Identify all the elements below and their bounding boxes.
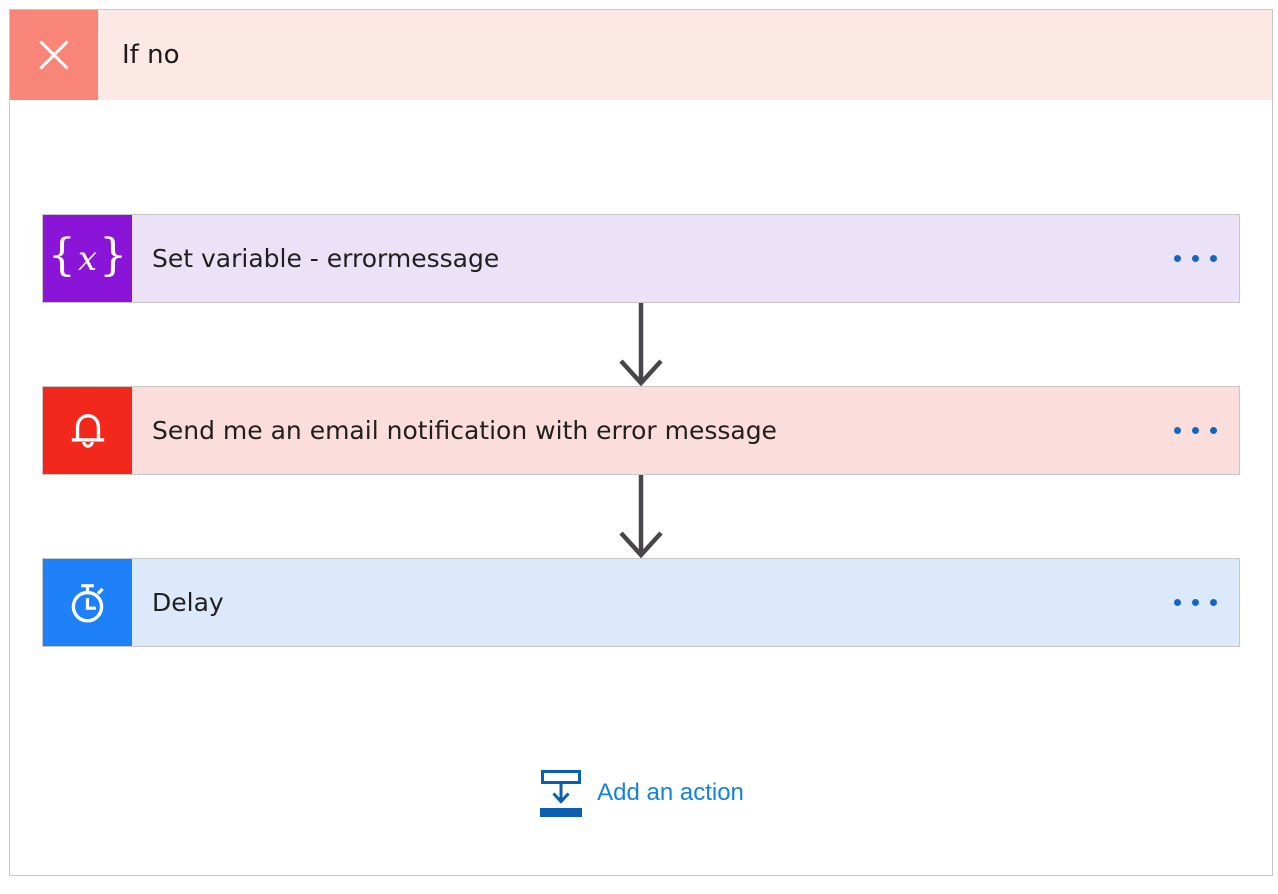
close-x-icon xyxy=(39,40,69,70)
action-card-label: Delay xyxy=(152,588,224,617)
add-action-icon xyxy=(540,770,583,817)
add-action-row: Add an action xyxy=(10,768,1272,818)
action-card-delay[interactable]: Delay xyxy=(42,558,1240,647)
more-options-button[interactable] xyxy=(1174,215,1217,302)
action-card-email-notification[interactable]: Send me an email notification with error… xyxy=(42,386,1240,475)
stopwatch-icon xyxy=(43,559,132,646)
branch-header-if-no[interactable]: If no xyxy=(10,10,1272,100)
action-card-set-variable[interactable]: {x} Set variable - errormessage xyxy=(42,214,1240,303)
action-card-label: Set variable - errormessage xyxy=(152,244,500,273)
action-card-label: Send me an email notification with error… xyxy=(152,416,777,445)
more-options-button[interactable] xyxy=(1174,387,1217,474)
variable-braces-icon: {x} xyxy=(43,215,132,302)
ellipsis-icon xyxy=(1174,599,1181,606)
add-action-label: Add an action xyxy=(597,779,744,806)
connector-arrow xyxy=(619,475,663,558)
connector-arrow xyxy=(619,303,663,386)
branch-title: If no xyxy=(122,40,180,70)
branch-condition-tile xyxy=(10,10,98,100)
more-options-button[interactable] xyxy=(1174,559,1217,646)
if-no-branch-panel: If no {x} Set variable - errormessage Se… xyxy=(9,9,1273,876)
ellipsis-icon xyxy=(1174,255,1181,262)
ellipsis-icon xyxy=(1174,427,1181,434)
add-action-button[interactable]: Add an action xyxy=(538,768,744,818)
bell-icon xyxy=(43,387,132,474)
